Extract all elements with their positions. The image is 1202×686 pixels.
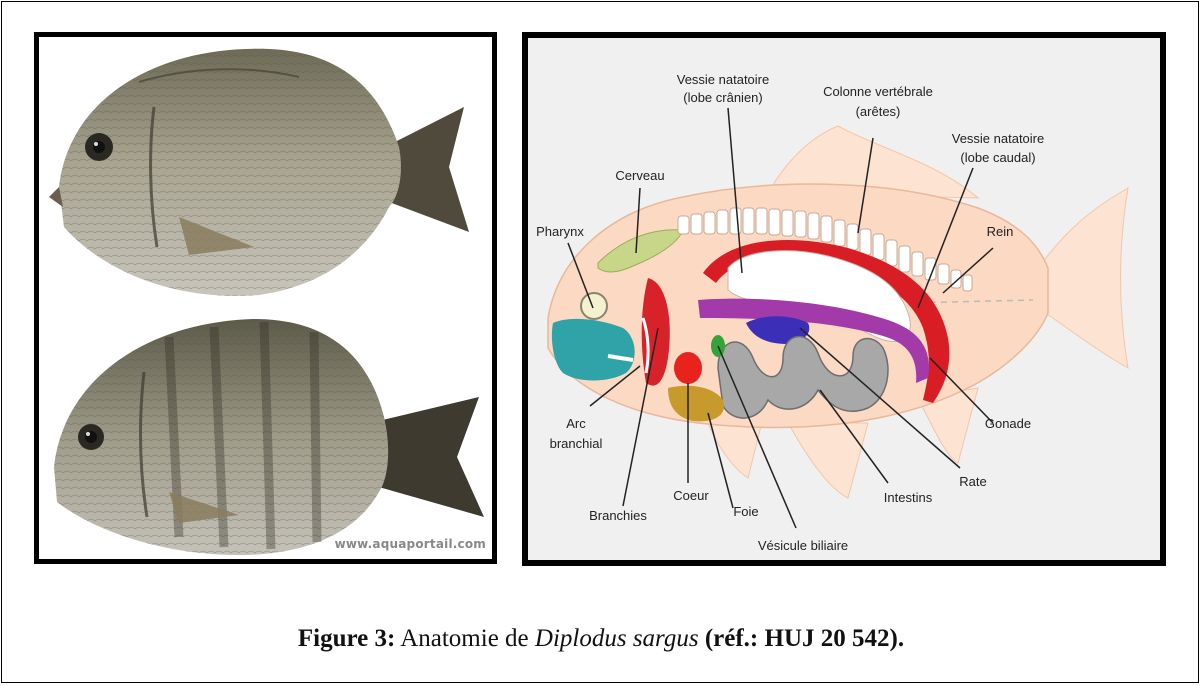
caption-text: Anatomie de bbox=[395, 625, 535, 652]
label-gonade: Gonade bbox=[985, 416, 1031, 431]
anatomy-diagram-panel: Vessie natatoire (lobe crânien) Colonne … bbox=[522, 32, 1166, 566]
label-cerveau: Cerveau bbox=[615, 168, 664, 183]
fish-photos bbox=[39, 37, 492, 559]
label-arc-2: branchial bbox=[550, 436, 603, 451]
caudal-fin bbox=[1038, 188, 1128, 368]
anal-fin bbox=[788, 423, 868, 498]
pharynx-organ bbox=[552, 319, 635, 381]
fish-photo-panel: www.aquaportail.com bbox=[34, 32, 497, 564]
label-colonne: Colonne vertébrale bbox=[823, 84, 933, 99]
fish-photo-bottom bbox=[54, 319, 484, 555]
figure-caption: Figure 3: Anatomie de Diplodus sargus (r… bbox=[0, 625, 1202, 653]
label-pharynx: Pharynx bbox=[536, 224, 584, 239]
watermark-text: www.aquaportail.com bbox=[335, 537, 486, 551]
caption-label: Figure 3: bbox=[298, 625, 395, 652]
fish-photo-top bbox=[49, 49, 469, 296]
label-vessie-caudal-2: (lobe caudal) bbox=[960, 150, 1035, 165]
label-coeur: Coeur bbox=[673, 488, 709, 503]
label-vessie-cranien-2: (lobe crânien) bbox=[683, 90, 763, 105]
label-rate: Rate bbox=[959, 474, 986, 489]
label-vesicule: Vésicule biliaire bbox=[758, 538, 848, 553]
label-branchies: Branchies bbox=[589, 508, 647, 523]
heart-organ bbox=[674, 352, 702, 384]
eye bbox=[581, 293, 607, 319]
label-arc: Arc bbox=[566, 416, 586, 431]
label-foie: Foie bbox=[733, 504, 758, 519]
anatomy-diagram: Vessie natatoire (lobe crânien) Colonne … bbox=[528, 38, 1160, 560]
label-rein: Rein bbox=[987, 224, 1014, 239]
label-intestins: Intestins bbox=[884, 490, 933, 505]
label-colonne-2: (arêtes) bbox=[856, 104, 901, 119]
caption-ref: (réf.: HUJ 20 542). bbox=[699, 625, 905, 652]
caption-species: Diplodus sargus bbox=[535, 625, 699, 652]
label-vessie-caudal: Vessie natatoire bbox=[952, 131, 1045, 146]
label-vessie-cranien: Vessie natatoire bbox=[677, 72, 770, 87]
